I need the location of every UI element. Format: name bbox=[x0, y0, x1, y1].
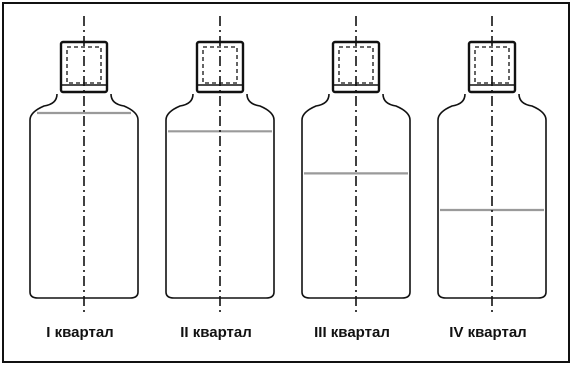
bottle-label: I квартал bbox=[46, 324, 113, 341]
bottle-label: IV квартал bbox=[449, 324, 526, 341]
bottle-1: I квартал bbox=[29, 16, 139, 341]
bottle-label: II квартал bbox=[180, 324, 252, 341]
bottle-2: II квартал bbox=[165, 16, 275, 341]
bottle-4: IV квартал bbox=[437, 16, 547, 341]
bottle-cap bbox=[331, 40, 381, 94]
bottle-label: III квартал bbox=[314, 324, 390, 341]
bottle-3: III квартал bbox=[301, 16, 411, 341]
